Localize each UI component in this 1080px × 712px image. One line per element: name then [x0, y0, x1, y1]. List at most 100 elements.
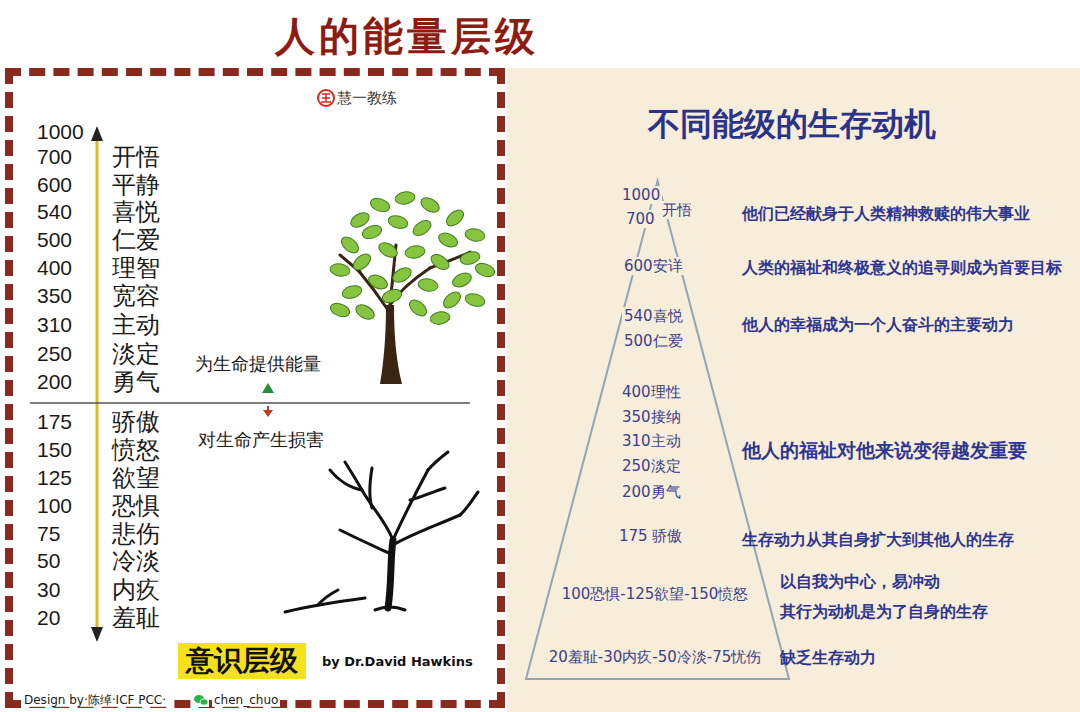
level-number: 150 [37, 437, 72, 462]
dead-tree [330, 452, 478, 610]
level-word: 主动 [112, 311, 160, 340]
up-arrow [262, 383, 274, 393]
motive-text: 他人的幸福成为一个人奋斗的主要动力 [742, 315, 1014, 334]
level-label: 600安详 [622, 257, 685, 275]
level-number: 310 [37, 312, 72, 337]
level-word: 欲望 [112, 464, 160, 493]
brand-logo [321, 94, 331, 102]
level-number: 125 [37, 465, 72, 490]
level-number: 30 [37, 577, 60, 602]
level-word: 仁爱 [112, 226, 160, 255]
living-tree [381, 287, 404, 305]
triangle-outline [526, 181, 789, 679]
divider-line [30, 402, 470, 404]
living-tree [369, 196, 392, 214]
level-word: 冷淡 [112, 547, 160, 576]
down-arrow [263, 410, 273, 417]
card-heading: 意识层级 [186, 644, 298, 678]
level-word: 勇气 [112, 368, 160, 397]
level-word: 恐惧 [112, 492, 160, 521]
living-tree [410, 217, 433, 238]
living-tree [361, 223, 384, 241]
level-number: 400 [37, 255, 72, 280]
dead-tree [370, 468, 372, 508]
living-tree [387, 214, 409, 231]
level-number: 250 [37, 341, 72, 366]
level-label: 175 骄傲 [617, 527, 684, 545]
scale-arrow [91, 627, 103, 642]
level-word: 内疚 [112, 576, 160, 605]
living-tree [338, 234, 361, 256]
brand-logo [318, 90, 334, 106]
brand-name: 慧一教练 [337, 89, 397, 107]
motive-text: 缺乏生存动力 [780, 648, 876, 667]
dead-tree [410, 488, 445, 500]
triangle-outline [525, 180, 790, 680]
level-number: 175 [37, 409, 72, 434]
living-tree [429, 310, 451, 325]
living-tree [329, 190, 497, 325]
living-tree [464, 292, 486, 309]
living-tree [428, 251, 451, 272]
pyramid-triangle: 1000700开悟600安详540喜悦500仁爱400理性350接纳310主动2… [525, 180, 790, 680]
level-number: 540 [37, 199, 72, 224]
down-arrow [263, 406, 273, 417]
living-tree [417, 277, 439, 292]
design-credit: Design by·陈绰·ICF PCC· [22, 693, 168, 707]
level-word: 悲伤 [112, 520, 160, 549]
living-tree [329, 301, 352, 319]
level-word: 宽容 [112, 282, 160, 311]
level-label: 700 [624, 210, 657, 228]
level-label: 开悟 [660, 201, 694, 219]
living-tree [350, 251, 373, 273]
level-number: 350 [37, 283, 72, 308]
living-tree [404, 244, 426, 259]
level-label: 310主动 [620, 432, 683, 450]
living-tree [436, 230, 459, 249]
living-tree [394, 190, 416, 205]
upper-note: 为生命提供能量 [195, 353, 321, 375]
living-tree [380, 305, 402, 384]
page-title: 人的能量层级 [275, 13, 539, 61]
dead-tree [428, 452, 448, 470]
level-number: 1000 [37, 119, 84, 144]
dead-tree [460, 492, 478, 515]
level-label: 20羞耻-30内疚-50冷淡-75忧伤 [547, 648, 764, 666]
motive-text: 人类的福祉和终极意义的追寻则成为首要目标 [742, 258, 1062, 277]
level-number: 100 [37, 493, 72, 518]
lower-note: 对生命产生损害 [198, 429, 324, 451]
fallen-branch [318, 590, 338, 605]
living-tree [329, 190, 497, 384]
wechat-icon [193, 693, 209, 707]
level-word: 喜悦 [112, 198, 160, 227]
scale-arrow [96, 138, 99, 630]
fallen-branch [285, 590, 365, 612]
level-label: 500仁爱 [622, 332, 685, 350]
wechat-id: chen_chuo [212, 693, 280, 707]
level-label: 1000 [620, 186, 662, 204]
wechat-icon [194, 695, 204, 703]
living-tree [418, 195, 441, 215]
living-tree [353, 302, 376, 322]
level-number: 75 [37, 521, 60, 546]
motive-text: 其行为动机是为了自身的生存 [780, 602, 988, 621]
level-number: 50 [37, 548, 60, 573]
living-tree [406, 297, 429, 319]
level-label: 250淡定 [620, 457, 683, 475]
dead-tree [340, 530, 393, 555]
level-word: 开悟 [112, 143, 160, 172]
dead-tree [388, 540, 393, 608]
poster-card: by Dr.David Hawkins意识层级 [5, 68, 505, 708]
level-number: 600 [37, 172, 72, 197]
level-number: 200 [37, 369, 72, 394]
living-tree [329, 262, 351, 277]
level-word: 平静 [112, 171, 160, 200]
level-word: 淡定 [112, 340, 160, 369]
level-word: 骄傲 [112, 408, 160, 437]
wechat-icon [200, 699, 208, 705]
dead-tree [375, 607, 405, 610]
living-tree [376, 240, 399, 260]
motive-text: 以自我为中心，易冲动 [780, 572, 940, 591]
level-number: 20 [37, 605, 60, 630]
level-label: 200勇气 [620, 483, 683, 501]
